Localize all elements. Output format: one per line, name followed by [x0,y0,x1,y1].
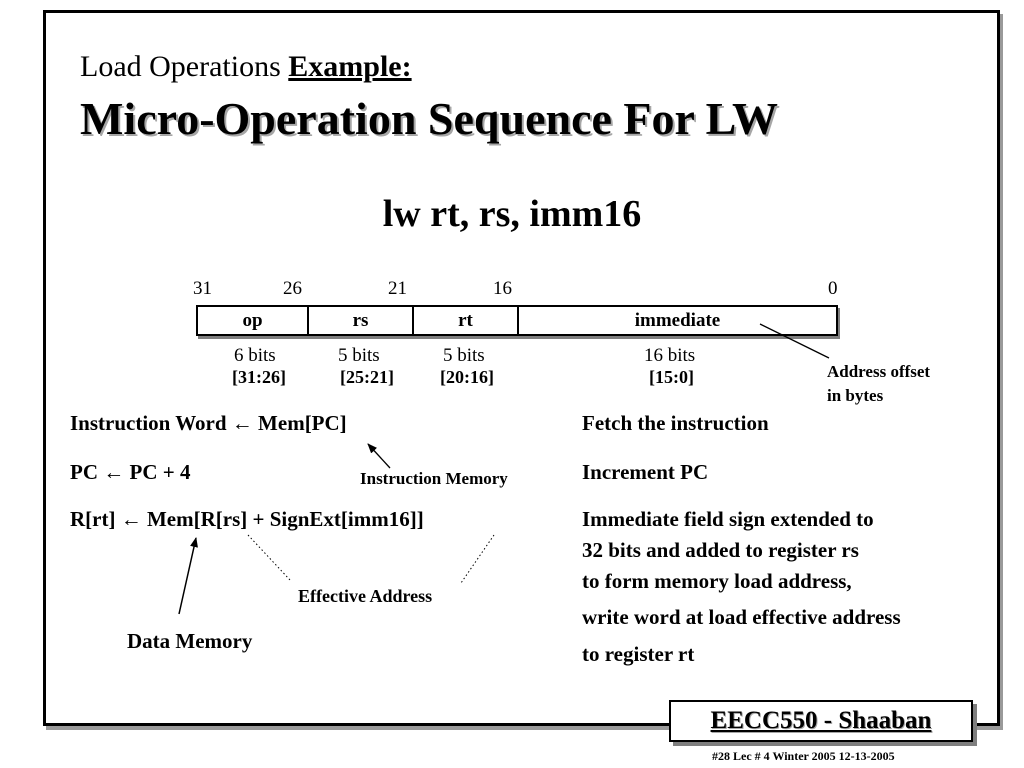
field-rs-bits: 5 bits [338,345,380,366]
title-example: Example: [288,50,412,83]
field-rs: rs [309,307,414,334]
effective-address-label: Effective Address [298,586,433,606]
field-op: op [198,307,309,334]
instruction-field-box: op rs rt immediate [196,305,838,336]
address-offset-pointer [759,323,830,359]
address-offset-line2: in bytes [827,386,884,405]
data-memory-label: Data Memory [127,629,253,653]
field-immediate: immediate [634,309,721,331]
footer-meta: #28 Lec # 4 Winter 2005 12-13-2005 [712,749,895,763]
instruction-memory-arrow [367,443,391,469]
step-load-description-line1: Immediate field sign extended to [582,507,874,531]
instruction-format: lw rt, rs, imm16 [382,193,642,235]
bit-position-21: 21 [388,278,407,299]
step-increment-pc-microop: PC ← PC + 4 [70,460,191,484]
step-load-microop: R[rt] ← Mem[R[rs] + SignExt[imm16]] [70,507,424,531]
field-immediate-range: [15:0] [649,367,694,387]
field-rt-bits: 5 bits [443,345,485,366]
field-immediate-bits: 16 bits [644,345,696,366]
step-increment-pc-description: Increment PC [582,460,709,484]
field-rt-range: [20:16] [440,367,494,387]
footer-badge: EECC550 - Shaaban [669,700,973,742]
field-rs-range: [25:21] [340,367,394,387]
step-fetch-microop: Instruction Word ← Mem[PC] [70,411,347,435]
bit-position-0: 0 [828,278,838,299]
bit-position-26: 26 [283,278,302,299]
step-fetch-description: Fetch the instruction [582,411,769,435]
bit-position-31: 31 [193,278,212,299]
field-rt: rt [414,307,519,334]
title-prefix: Load Operations [80,50,289,83]
address-offset-line1: Address offset [827,362,931,381]
field-op-bits: 6 bits [234,345,276,366]
step-load-description-line2: 32 bits and added to register rs [582,538,859,562]
address-offset-note: Address offset in bytes [827,360,930,408]
effective-address-left-dots [247,534,291,581]
step-load-description-line3: to form memory load address, [582,569,852,593]
title-line1: Load Operations Example: [80,50,412,84]
field-op-range: [31:26] [232,367,286,387]
effective-address-right-dots [460,534,495,584]
step-load-description-line4: write word at load effective address [582,605,901,629]
page-title: Micro-Operation Sequence For LW [80,93,779,144]
instruction-memory-label: Instruction Memory [360,469,508,488]
step-load-description-line5: to register rt [582,642,695,666]
bit-position-16: 16 [493,278,512,299]
slide-frame [43,10,1000,726]
data-memory-arrow [178,537,198,615]
